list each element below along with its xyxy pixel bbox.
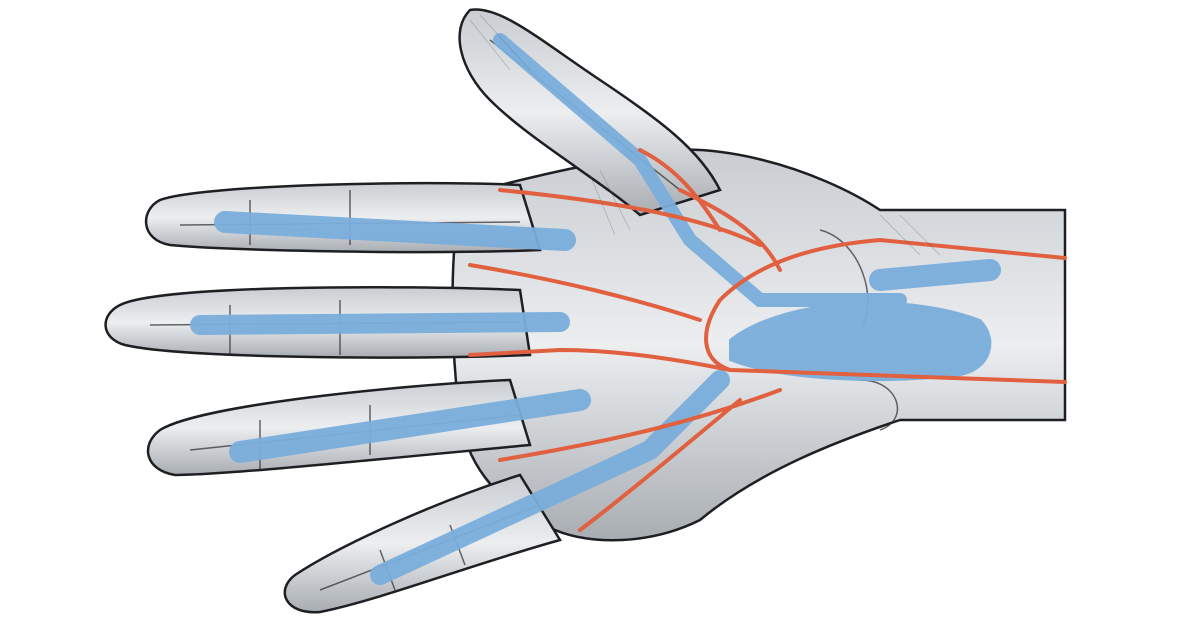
sheath-thumb-wrist — [869, 259, 1001, 291]
carpal-sheath — [729, 301, 992, 381]
radial-artery — [704, 237, 1067, 384]
sheath-little — [370, 370, 730, 585]
sheath-thumb — [493, 33, 907, 307]
arteries — [468, 148, 1067, 532]
tendon-sheaths — [190, 33, 1001, 585]
little-finger — [283, 473, 562, 614]
superficial-arch — [468, 347, 732, 372]
sheath-ring — [229, 389, 591, 463]
sheath-middle — [190, 312, 570, 335]
hatching — [469, 14, 941, 256]
sheath-index — [214, 211, 576, 251]
